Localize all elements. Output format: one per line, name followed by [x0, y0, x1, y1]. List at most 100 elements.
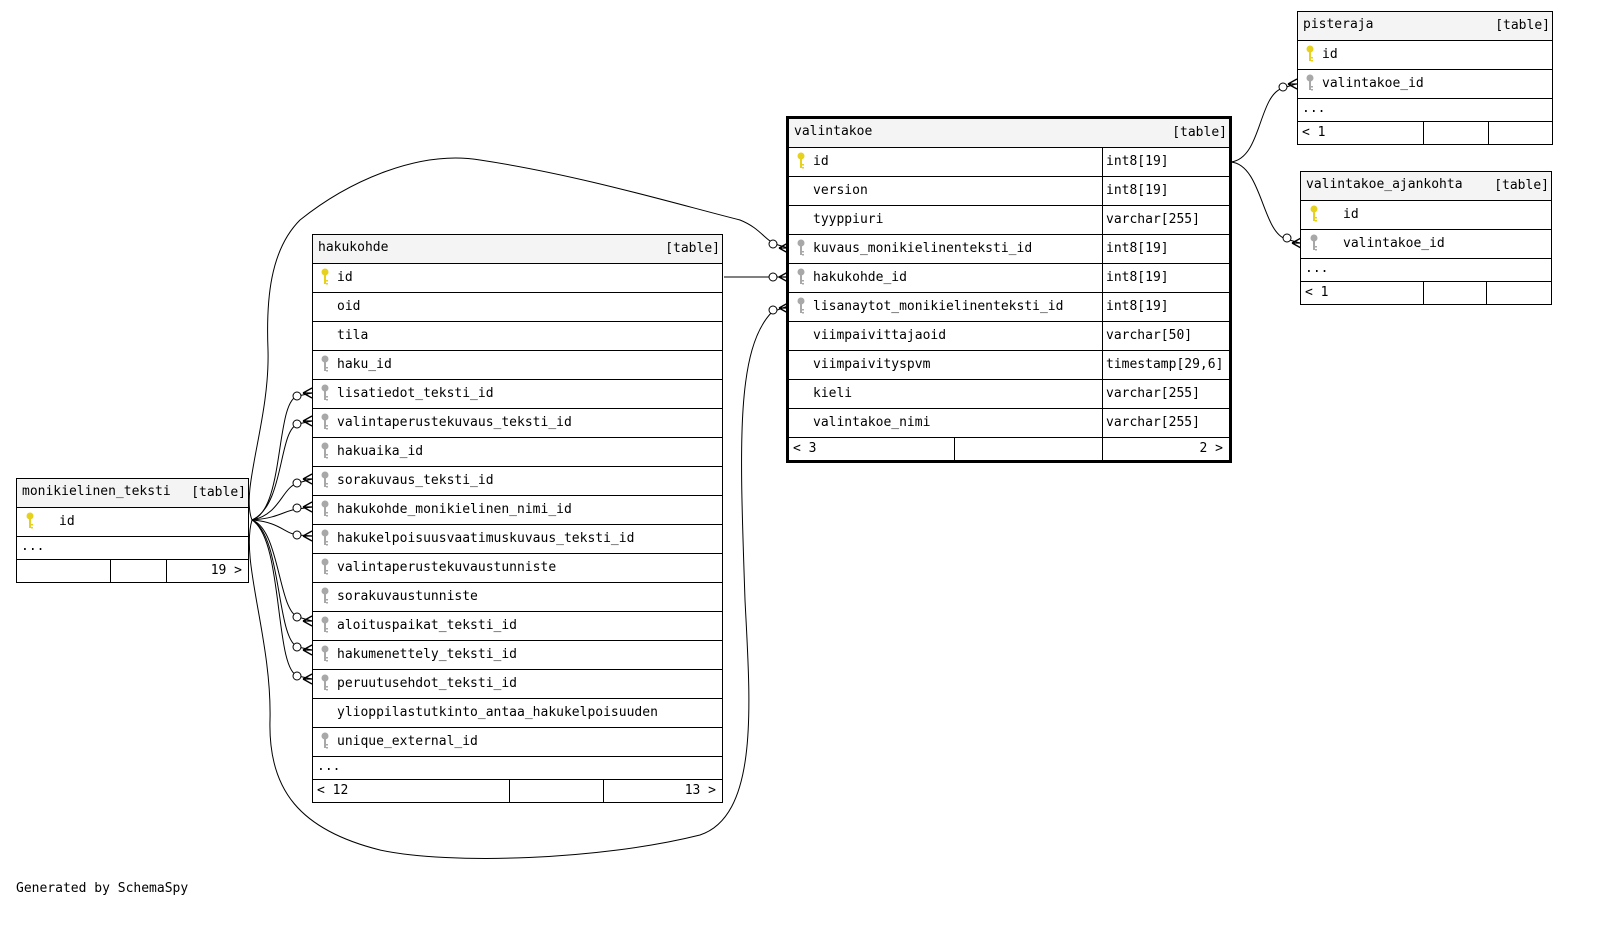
- foreign-key-icon: [320, 731, 330, 751]
- column-row[interactable]: ylioppilastutkinto_antaa_hakukelpoisuude…: [313, 699, 722, 728]
- primary-key-icon: [1309, 204, 1319, 224]
- column-row[interactable]: valintaperustekuvaus_teksti_id: [313, 409, 722, 438]
- column-row[interactable]: lisatiedot_teksti_id: [313, 380, 722, 409]
- column-name: lisanaytot_monikielinenteksti_id: [813, 299, 1064, 314]
- column-row[interactable]: version int8[19]: [789, 177, 1229, 206]
- column-type: timestamp[29,6]: [1102, 351, 1229, 379]
- column-type: int8[19]: [1102, 177, 1229, 205]
- foreign-key-icon: [796, 238, 806, 258]
- table-monikielinen-teksti[interactable]: monikielinen_teksti [table] id ... 19 >: [16, 478, 249, 583]
- column-row[interactable]: hakuaika_id: [313, 438, 722, 467]
- crows-foot-marker: [1291, 237, 1302, 249]
- relation-ajankohta-valintakoe: [1230, 161, 1301, 244]
- column-row[interactable]: valintakoe_nimi varchar[255]: [789, 409, 1229, 438]
- column-name: peruutusehdot_teksti_id: [337, 676, 518, 691]
- column-row[interactable]: unique_external_id: [313, 728, 722, 757]
- table-name: valintakoe: [794, 124, 873, 139]
- foreign-key-icon: [1305, 73, 1315, 93]
- column-name: valintakoe_nimi: [813, 415, 931, 430]
- column-row[interactable]: valintakoe_id: [1298, 70, 1552, 99]
- table-header: hakukohde [table]: [313, 235, 722, 264]
- column-row[interactable]: id: [17, 508, 248, 537]
- table-header: pisteraja [table]: [1298, 12, 1552, 41]
- column-row[interactable]: id: [313, 264, 722, 293]
- column-name: tila: [337, 328, 369, 343]
- foreign-key-icon: [320, 470, 330, 490]
- column-name: hakuaika_id: [337, 444, 424, 459]
- column-row[interactable]: aloituspaikat_teksti_id: [313, 612, 722, 641]
- column-type: varchar[255]: [1102, 409, 1229, 437]
- relation-peruutusehdot: [251, 519, 313, 680]
- primary-key-icon: [796, 151, 806, 171]
- column-row[interactable]: haku_id: [313, 351, 722, 380]
- foreign-key-icon: [796, 296, 806, 316]
- column-row[interactable]: id: [1298, 41, 1552, 70]
- column-name: viimpaivityspvm: [813, 357, 931, 372]
- column-row[interactable]: hakukohde_monikielinen_nimi_id: [313, 496, 722, 525]
- crows-foot-marker: [302, 615, 313, 627]
- table-header: valintakoe_ajankohta [table]: [1301, 172, 1551, 201]
- column-name: version: [813, 183, 868, 198]
- foreign-key-icon: [320, 441, 330, 461]
- crows-foot-marker: [302, 387, 313, 399]
- column-row[interactable]: viimpaivityspvm timestamp[29,6]: [789, 351, 1229, 380]
- optional-marker: [292, 503, 302, 513]
- optional-marker: [292, 391, 302, 401]
- foreign-key-icon: [1309, 233, 1319, 253]
- table-header: monikielinen_teksti [table]: [17, 479, 248, 508]
- column-row[interactable]: hakukelpoisuusvaatimuskuvaus_teksti_id: [313, 525, 722, 554]
- table-pisteraja[interactable]: pisteraja [table] id valintakoe_id ... < …: [1297, 11, 1553, 145]
- column-name: hakukohde_id: [813, 270, 907, 285]
- column-name: valintaperustekuvaustunniste: [337, 560, 557, 575]
- column-row[interactable]: valintakoe_id: [1301, 230, 1551, 259]
- column-type: varchar[255]: [1102, 206, 1229, 234]
- column-row[interactable]: sorakuvaus_teksti_id: [313, 467, 722, 496]
- column-name: kuvaus_monikielinenteksti_id: [813, 241, 1033, 256]
- column-name: kieli: [813, 386, 853, 401]
- column-row[interactable]: peruutusehdot_teksti_id: [313, 670, 722, 699]
- column-list: id: [17, 508, 248, 537]
- generated-by-credit: Generated by SchemaSpy: [16, 881, 189, 896]
- column-name: sorakuvaustunniste: [337, 589, 478, 604]
- child-count: 13 >: [684, 783, 716, 798]
- column-row[interactable]: id: [1301, 201, 1551, 230]
- table-type: [table]: [1495, 18, 1550, 33]
- crows-foot-marker: [1287, 78, 1298, 90]
- optional-marker: [292, 642, 302, 652]
- column-name: sorakuvaus_teksti_id: [337, 473, 494, 488]
- column-name: valintakoe_id: [1322, 76, 1424, 91]
- column-row[interactable]: sorakuvaustunniste: [313, 583, 722, 612]
- optional-marker: [1278, 82, 1288, 92]
- foreign-key-icon: [320, 412, 330, 432]
- column-name: hakukohde_monikielinen_nimi_id: [337, 502, 572, 517]
- column-row[interactable]: oid: [313, 293, 722, 322]
- column-row[interactable]: valintaperustekuvaustunniste: [313, 554, 722, 583]
- foreign-key-icon: [320, 383, 330, 403]
- column-row[interactable]: hakumenettely_teksti_id: [313, 641, 722, 670]
- column-row[interactable]: tila: [313, 322, 722, 351]
- table-footer: < 3 2 >: [789, 438, 1229, 460]
- primary-key-icon: [25, 511, 35, 531]
- child-count: 2 >: [1199, 441, 1223, 456]
- column-name: ylioppilastutkinto_antaa_hakukelpoisuude…: [337, 705, 658, 720]
- column-type: varchar[50]: [1102, 322, 1229, 350]
- optional-marker: [292, 612, 302, 622]
- table-footer: < 1: [1298, 122, 1552, 144]
- foreign-key-icon: [320, 673, 330, 693]
- column-name: id: [1322, 47, 1338, 62]
- table-footer: < 12 13 >: [313, 780, 722, 802]
- column-name: lisatiedot_teksti_id: [337, 386, 494, 401]
- parent-count: < 3: [793, 441, 817, 456]
- more-columns: ...: [1298, 99, 1552, 122]
